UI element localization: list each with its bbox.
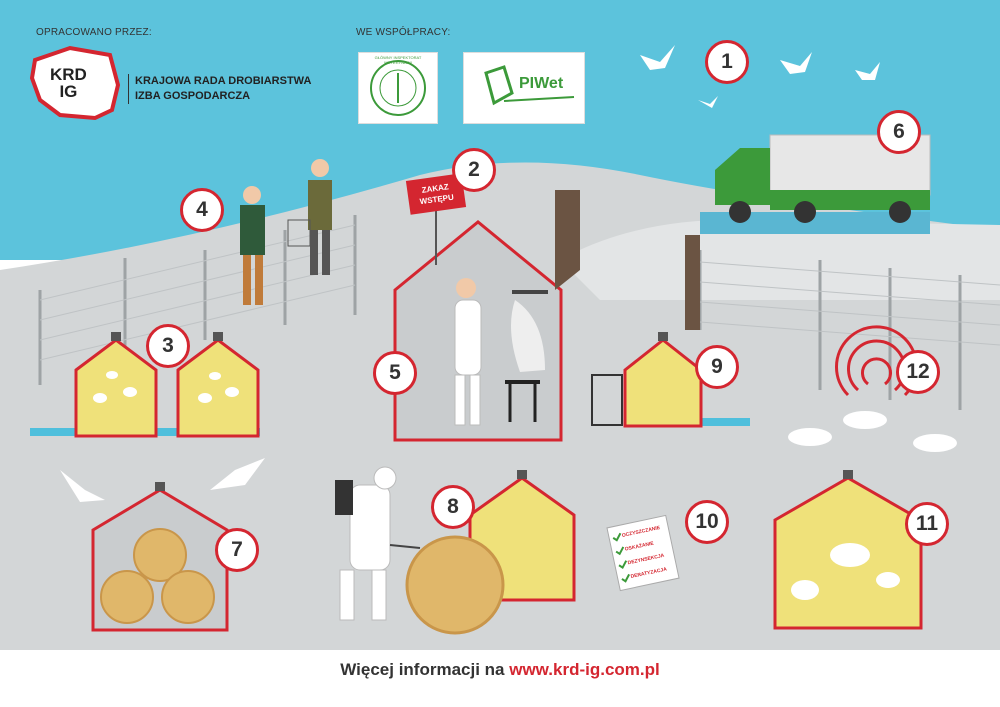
krd-logo-text: KRD IG [50,66,87,100]
truck-platform [700,212,930,234]
piwet-label: PIWet [519,75,564,92]
barn-7-hay-storage [91,482,229,632]
marker-3: 3 [146,324,190,368]
worker-disinfecting [335,466,421,621]
wild-birds [60,45,880,502]
cooperation-label: WE WSPÓŁPRACY: [356,27,451,38]
barn-3b [176,332,260,438]
open-door [555,190,580,290]
marker-8: 8 [431,485,475,529]
biosecurity-scene [0,0,1000,650]
water-strip-9 [700,418,750,426]
marker-1: 1 [705,40,749,84]
inspectorate-logo: GŁÓWNY INSPEKTORAT WETERYNARII [358,52,438,124]
fence-mesh [39,224,1000,361]
lock-icon [517,470,527,479]
piwet-emblem-icon [484,65,575,106]
marker-7: 7 [215,528,259,572]
krd-org-line1: KRAJOWA RADA DROBIARSTWA [135,75,312,87]
developed-by-label: OPRACOWANO PRZEZ: [36,27,152,38]
inspectorate-ring-text: GŁÓWNY INSPEKTORAT WETERYNARII [374,55,422,65]
lock-icon [213,332,223,341]
marker-2: 2 [452,148,496,192]
marker-6: 6 [877,110,921,154]
lock-icon [658,332,668,341]
marker-5: 5 [373,351,417,395]
open-door [685,235,700,330]
checklist-paper-icon [606,514,680,592]
piwet-logo: PIWet [463,52,585,124]
footer-text: Więcej informacji na [340,660,505,679]
lock-icon [111,332,121,341]
footer-link[interactable]: www.krd-ig.com.pl [509,660,660,679]
marker-9: 9 [695,345,739,389]
lock-icon [843,470,853,479]
krd-logo-mark [29,45,121,121]
inspectorate-emblem-icon [370,60,426,116]
barn-11 [773,470,923,630]
biosecurity-checklist: OCZYSZCZANIE OSKAŻANIE DEZYNSEKCJA DERAT… [606,514,680,592]
barn-9 [591,332,703,428]
barn-3a [74,332,158,438]
krd-logo-line2: IG [59,82,78,101]
krd-org-name: KRAJOWA RADA DROBIARSTWA IZBA GOSPODARCZ… [128,74,311,104]
dead-birds [788,411,957,452]
krd-logo-line1: KRD [50,65,87,84]
lock-icon [155,482,165,491]
hunter-and-farmer [240,159,332,305]
marker-12: 12 [896,350,940,394]
footer: Więcej informacji na www.krd-ig.com.pl [0,660,1000,680]
krd-org-line2: IZBA GOSPODARCZA [135,90,251,102]
marker-10: 10 [685,500,729,544]
marker-4: 4 [180,188,224,232]
hay-bale [405,535,505,635]
marker-11: 11 [905,502,949,546]
worker-changing [454,278,482,426]
